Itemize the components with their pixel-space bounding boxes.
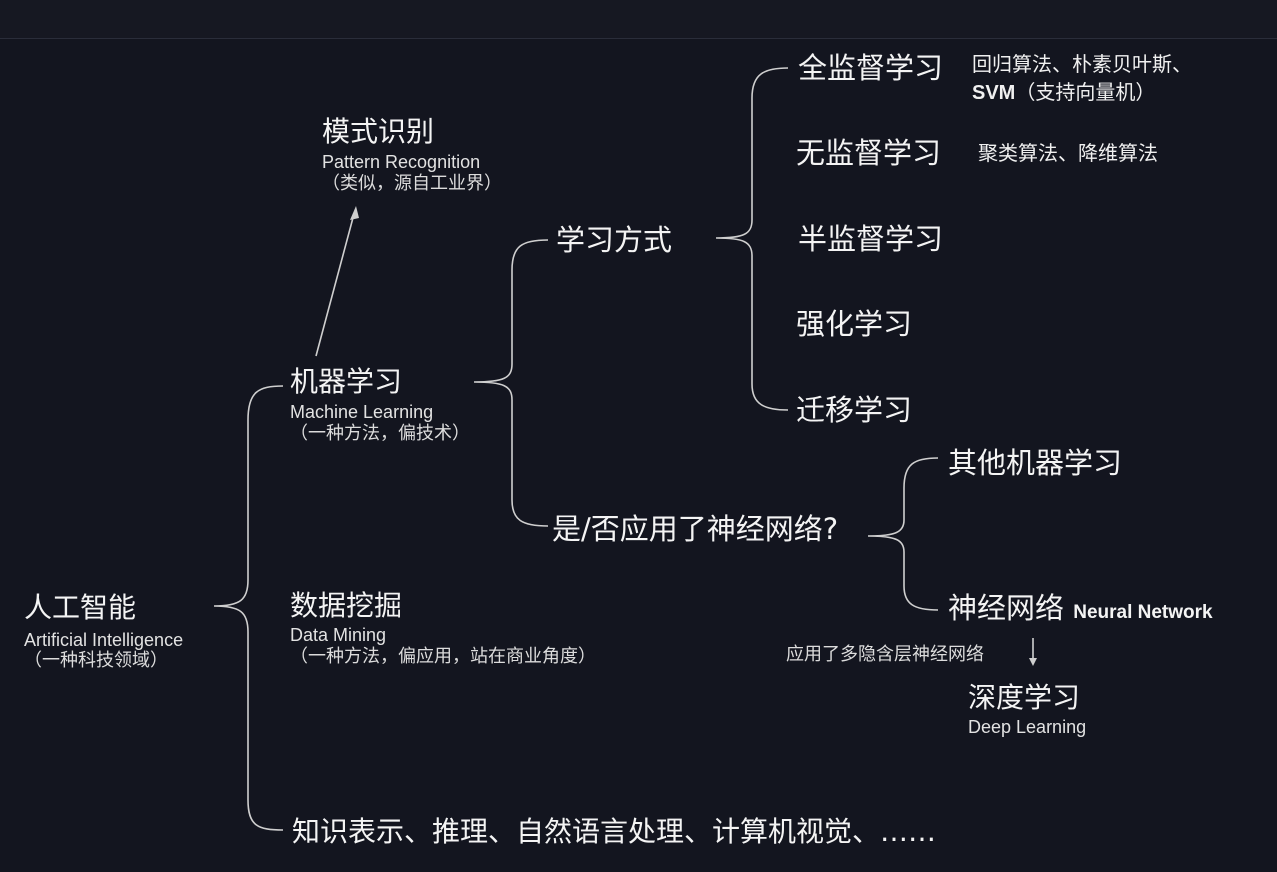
root-title: 人工智能 <box>24 591 137 624</box>
other-fields: 知识表示、推理、自然语言处理、计算机视觉、…… <box>292 815 937 848</box>
root-bracket <box>213 385 284 831</box>
top-bar <box>0 0 1277 39</box>
reinforcement-learning: 强化学习 <box>796 307 913 341</box>
dm-note: （一种方法，偏应用，站在商业角度） <box>290 646 596 667</box>
unsupervised-algorithms: 聚类算法、降维算法 <box>978 141 1158 165</box>
dm-english: Data Mining <box>290 625 387 645</box>
supervised-algorithms-line2: SVM（支持向量机） <box>972 82 1155 103</box>
neural-network: 神经网络 Neural Network <box>948 594 1213 623</box>
pattern-title: 模式识别 <box>322 115 435 148</box>
ml-english: Machine Learning <box>290 402 434 422</box>
ml-bracket <box>473 239 549 527</box>
nn-bracket <box>867 457 939 611</box>
unsupervised-learning: 无监督学习 <box>796 136 942 170</box>
dm-title: 数据挖掘 <box>290 589 403 622</box>
svm-desc: （支持向量机） <box>1015 80 1156 104</box>
neural-network-zh: 神经网络 <box>948 591 1065 625</box>
supervised-algorithms-line1: 回归算法、朴素贝叶斯、 <box>972 52 1192 76</box>
other-ml: 其他机器学习 <box>948 446 1123 480</box>
pattern-english: Pattern Recognition <box>322 152 481 172</box>
root-note: （一种科技领域） <box>24 650 168 671</box>
supervised-learning: 全监督学习 <box>798 51 944 85</box>
learning-style-label: 学习方式 <box>556 223 673 257</box>
semi-supervised-learning: 半监督学习 <box>798 222 944 256</box>
ml-note: （一种方法，偏技术） <box>290 423 470 444</box>
transfer-learning: 迁移学习 <box>796 393 913 427</box>
root-english: Artificial Intelligence <box>24 630 184 650</box>
pattern-arrow-line <box>315 213 355 357</box>
learning-style-bracket <box>715 67 789 411</box>
pattern-arrow-head <box>350 206 359 220</box>
nn-question: 是/否应用了神经网络? <box>552 512 839 546</box>
ml-title: 机器学习 <box>290 365 403 398</box>
deep-arrow-label: 应用了多隐含层神经网络 <box>786 644 984 665</box>
deep-learning-title: 深度学习 <box>968 681 1081 714</box>
pattern-note: （类似，源自工业界） <box>322 173 502 194</box>
deep-arrow-head <box>1029 658 1037 666</box>
neural-network-en: Neural Network <box>1073 602 1213 623</box>
deep-learning-english: Deep Learning <box>968 717 1087 737</box>
svm-label: SVM <box>972 82 1016 104</box>
